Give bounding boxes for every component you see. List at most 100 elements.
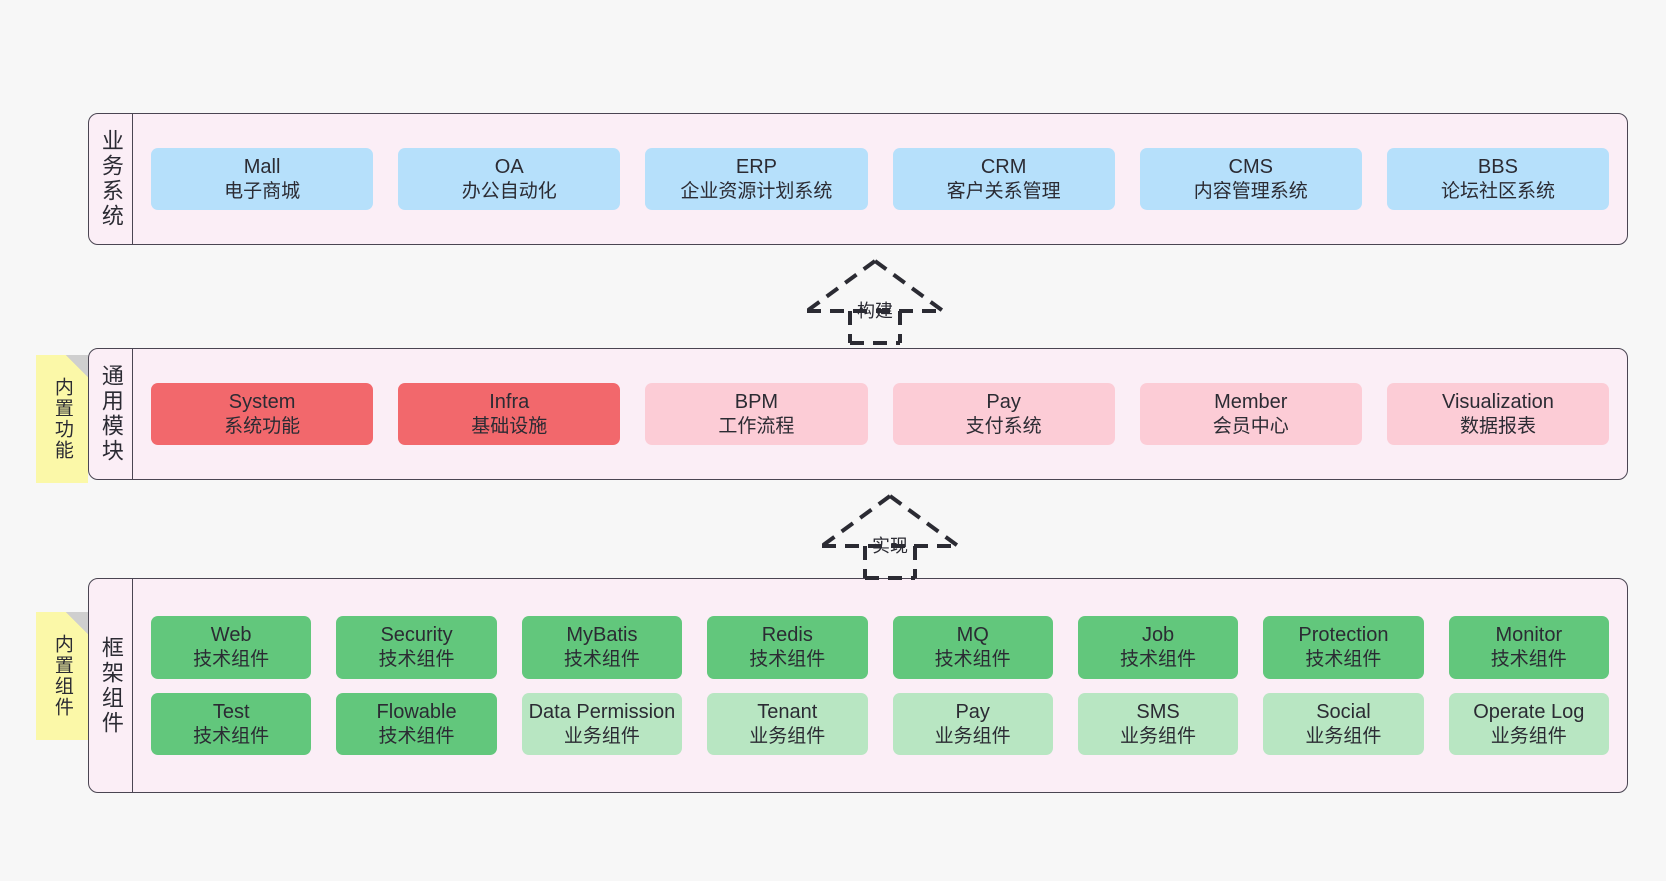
card-oa-cn: 办公自动化 bbox=[461, 180, 557, 202]
card-bpm-cn: 工作流程 bbox=[718, 415, 795, 437]
card-system-cn: 系统功能 bbox=[224, 415, 301, 437]
card-mybatis[interactable]: MyBatis 技术组件 bbox=[521, 615, 683, 679]
card-pay-module-cn: 支付系统 bbox=[965, 415, 1042, 437]
business-systems-row: Mall 电子商城 OA 办公自动化 ERP 企业资源计划系统 CRM 客户关系… bbox=[151, 147, 1610, 211]
card-sms-cn: 业务组件 bbox=[1120, 725, 1197, 747]
card-flowable-en: Flowable bbox=[376, 700, 457, 723]
card-job-cn: 技术组件 bbox=[1120, 648, 1197, 670]
card-infra[interactable]: Infra 基础设施 bbox=[398, 382, 621, 446]
card-bbs[interactable]: BBS 论坛社区系统 bbox=[1386, 147, 1610, 211]
card-pay-component[interactable]: Pay 业务组件 bbox=[892, 692, 1053, 756]
card-member[interactable]: Member 会员中心 bbox=[1139, 382, 1362, 446]
card-erp-cn: 企业资源计划系统 bbox=[680, 180, 833, 202]
card-sms-en: SMS bbox=[1136, 700, 1180, 723]
card-operate-log-cn: 业务组件 bbox=[1490, 725, 1567, 747]
card-crm-cn: 客户关系管理 bbox=[946, 180, 1061, 202]
card-mybatis-en: MyBatis bbox=[566, 623, 638, 646]
card-pay-module[interactable]: Pay 支付系统 bbox=[892, 382, 1115, 446]
sticky-note-builtin-components-text: 内置组件 bbox=[51, 634, 73, 718]
card-mall-cn: 电子商城 bbox=[224, 180, 301, 202]
card-flowable[interactable]: Flowable 技术组件 bbox=[336, 692, 497, 756]
common-modules-cards: System 系统功能 Infra 基础设施 BPM 工作流程 Pay 支付系统… bbox=[133, 349, 1627, 479]
card-visualization[interactable]: Visualization 数据报表 bbox=[1386, 382, 1610, 446]
card-protection-cn: 技术组件 bbox=[1305, 648, 1382, 670]
sticky-note-builtin-features: 内置功能 bbox=[36, 355, 88, 483]
card-monitor-en: Monitor bbox=[1495, 623, 1563, 646]
card-test[interactable]: Test 技术组件 bbox=[151, 692, 312, 756]
card-web-cn: 技术组件 bbox=[193, 648, 270, 670]
card-redis[interactable]: Redis 技术组件 bbox=[707, 615, 868, 679]
card-mall[interactable]: Mall 电子商城 bbox=[151, 147, 374, 211]
section-framework-components-label-text: 框架组件 bbox=[98, 635, 124, 736]
card-pay-module-en: Pay bbox=[986, 390, 1021, 413]
card-tenant-en: Tenant bbox=[757, 700, 818, 723]
section-common-modules-label: 通用模块 bbox=[89, 349, 133, 479]
framework-components-row-1: Web 技术组件 Security 技术组件 MyBatis 技术组件 Redi… bbox=[151, 615, 1609, 679]
card-crm[interactable]: CRM 客户关系管理 bbox=[892, 147, 1115, 211]
card-bpm-en: BPM bbox=[734, 390, 779, 413]
card-bpm[interactable]: BPM 工作流程 bbox=[645, 382, 868, 446]
sticky-note-builtin-components: 内置组件 bbox=[36, 612, 88, 740]
card-pay-component-cn: 业务组件 bbox=[934, 725, 1011, 747]
card-mq-cn: 技术组件 bbox=[934, 648, 1011, 670]
card-system[interactable]: System 系统功能 bbox=[151, 382, 374, 446]
card-operate-log-en: Operate Log bbox=[1473, 700, 1585, 723]
card-job-en: Job bbox=[1141, 623, 1175, 646]
connector-build: 构建 bbox=[795, 253, 955, 345]
sticky-note-builtin-features-text: 内置功能 bbox=[51, 377, 73, 461]
sticky-fold-icon bbox=[66, 355, 88, 377]
card-sms[interactable]: SMS 业务组件 bbox=[1077, 692, 1239, 756]
card-social-en: Social bbox=[1316, 700, 1371, 723]
card-crm-en: CRM bbox=[980, 155, 1027, 178]
framework-components-row-2: Test 技术组件 Flowable 技术组件 Data Permission … bbox=[151, 692, 1609, 756]
card-protection-en: Protection bbox=[1298, 623, 1389, 646]
card-protection[interactable]: Protection 技术组件 bbox=[1263, 615, 1424, 679]
card-social-cn: 业务组件 bbox=[1305, 725, 1382, 747]
card-erp-en: ERP bbox=[735, 155, 777, 178]
section-business-systems: 业务系统 Mall 电子商城 OA 办公自动化 ERP 企业资源计划系统 CRM… bbox=[88, 113, 1628, 245]
section-framework-components-label: 框架组件 bbox=[89, 579, 133, 792]
connector-implement-shape bbox=[820, 494, 960, 580]
card-data-permission-en: Data Permission bbox=[528, 700, 676, 723]
connector-implement: 实现 bbox=[810, 488, 970, 580]
card-operate-log[interactable]: Operate Log 业务组件 bbox=[1448, 692, 1609, 756]
card-mq-en: MQ bbox=[956, 623, 989, 646]
card-bbs-en: BBS bbox=[1477, 155, 1518, 178]
card-bbs-cn: 论坛社区系统 bbox=[1440, 180, 1555, 202]
card-system-en: System bbox=[228, 390, 296, 413]
card-mall-en: Mall bbox=[243, 155, 281, 178]
card-member-en: Member bbox=[1214, 390, 1288, 413]
card-cms[interactable]: CMS 内容管理系统 bbox=[1139, 147, 1362, 211]
section-business-systems-label-text: 业务系统 bbox=[98, 129, 124, 229]
card-infra-cn: 基础设施 bbox=[471, 415, 548, 437]
card-web[interactable]: Web 技术组件 bbox=[151, 615, 312, 679]
card-security-en: Security bbox=[380, 623, 453, 646]
card-oa[interactable]: OA 办公自动化 bbox=[398, 147, 621, 211]
connector-build-shape bbox=[805, 259, 945, 345]
card-visualization-cn: 数据报表 bbox=[1459, 415, 1536, 437]
card-flowable-cn: 技术组件 bbox=[378, 725, 455, 747]
card-social[interactable]: Social 业务组件 bbox=[1263, 692, 1424, 756]
connector-build-label: 构建 bbox=[857, 301, 893, 321]
card-monitor[interactable]: Monitor 技术组件 bbox=[1448, 615, 1609, 679]
card-redis-en: Redis bbox=[761, 623, 813, 646]
card-security-cn: 技术组件 bbox=[378, 648, 455, 670]
section-common-modules: 通用模块 System 系统功能 Infra 基础设施 BPM 工作流程 Pay… bbox=[88, 348, 1628, 480]
card-data-permission[interactable]: Data Permission 业务组件 bbox=[521, 692, 683, 756]
card-data-permission-cn: 业务组件 bbox=[563, 725, 640, 747]
card-security[interactable]: Security 技术组件 bbox=[336, 615, 497, 679]
card-web-en: Web bbox=[210, 623, 252, 646]
section-common-modules-label-text: 通用模块 bbox=[98, 364, 124, 464]
card-tenant[interactable]: Tenant 业务组件 bbox=[707, 692, 868, 756]
card-tenant-cn: 业务组件 bbox=[749, 725, 826, 747]
card-erp[interactable]: ERP 企业资源计划系统 bbox=[645, 147, 868, 211]
sticky-fold-icon bbox=[66, 612, 88, 634]
card-infra-en: Infra bbox=[489, 390, 530, 413]
card-cms-cn: 内容管理系统 bbox=[1193, 180, 1308, 202]
card-cms-en: CMS bbox=[1228, 155, 1273, 178]
card-mq[interactable]: MQ 技术组件 bbox=[892, 615, 1053, 679]
section-framework-components: 框架组件 Web 技术组件 Security 技术组件 MyBatis 技术组件… bbox=[88, 578, 1628, 793]
card-job[interactable]: Job 技术组件 bbox=[1077, 615, 1239, 679]
card-monitor-cn: 技术组件 bbox=[1490, 648, 1567, 670]
card-redis-cn: 技术组件 bbox=[749, 648, 826, 670]
